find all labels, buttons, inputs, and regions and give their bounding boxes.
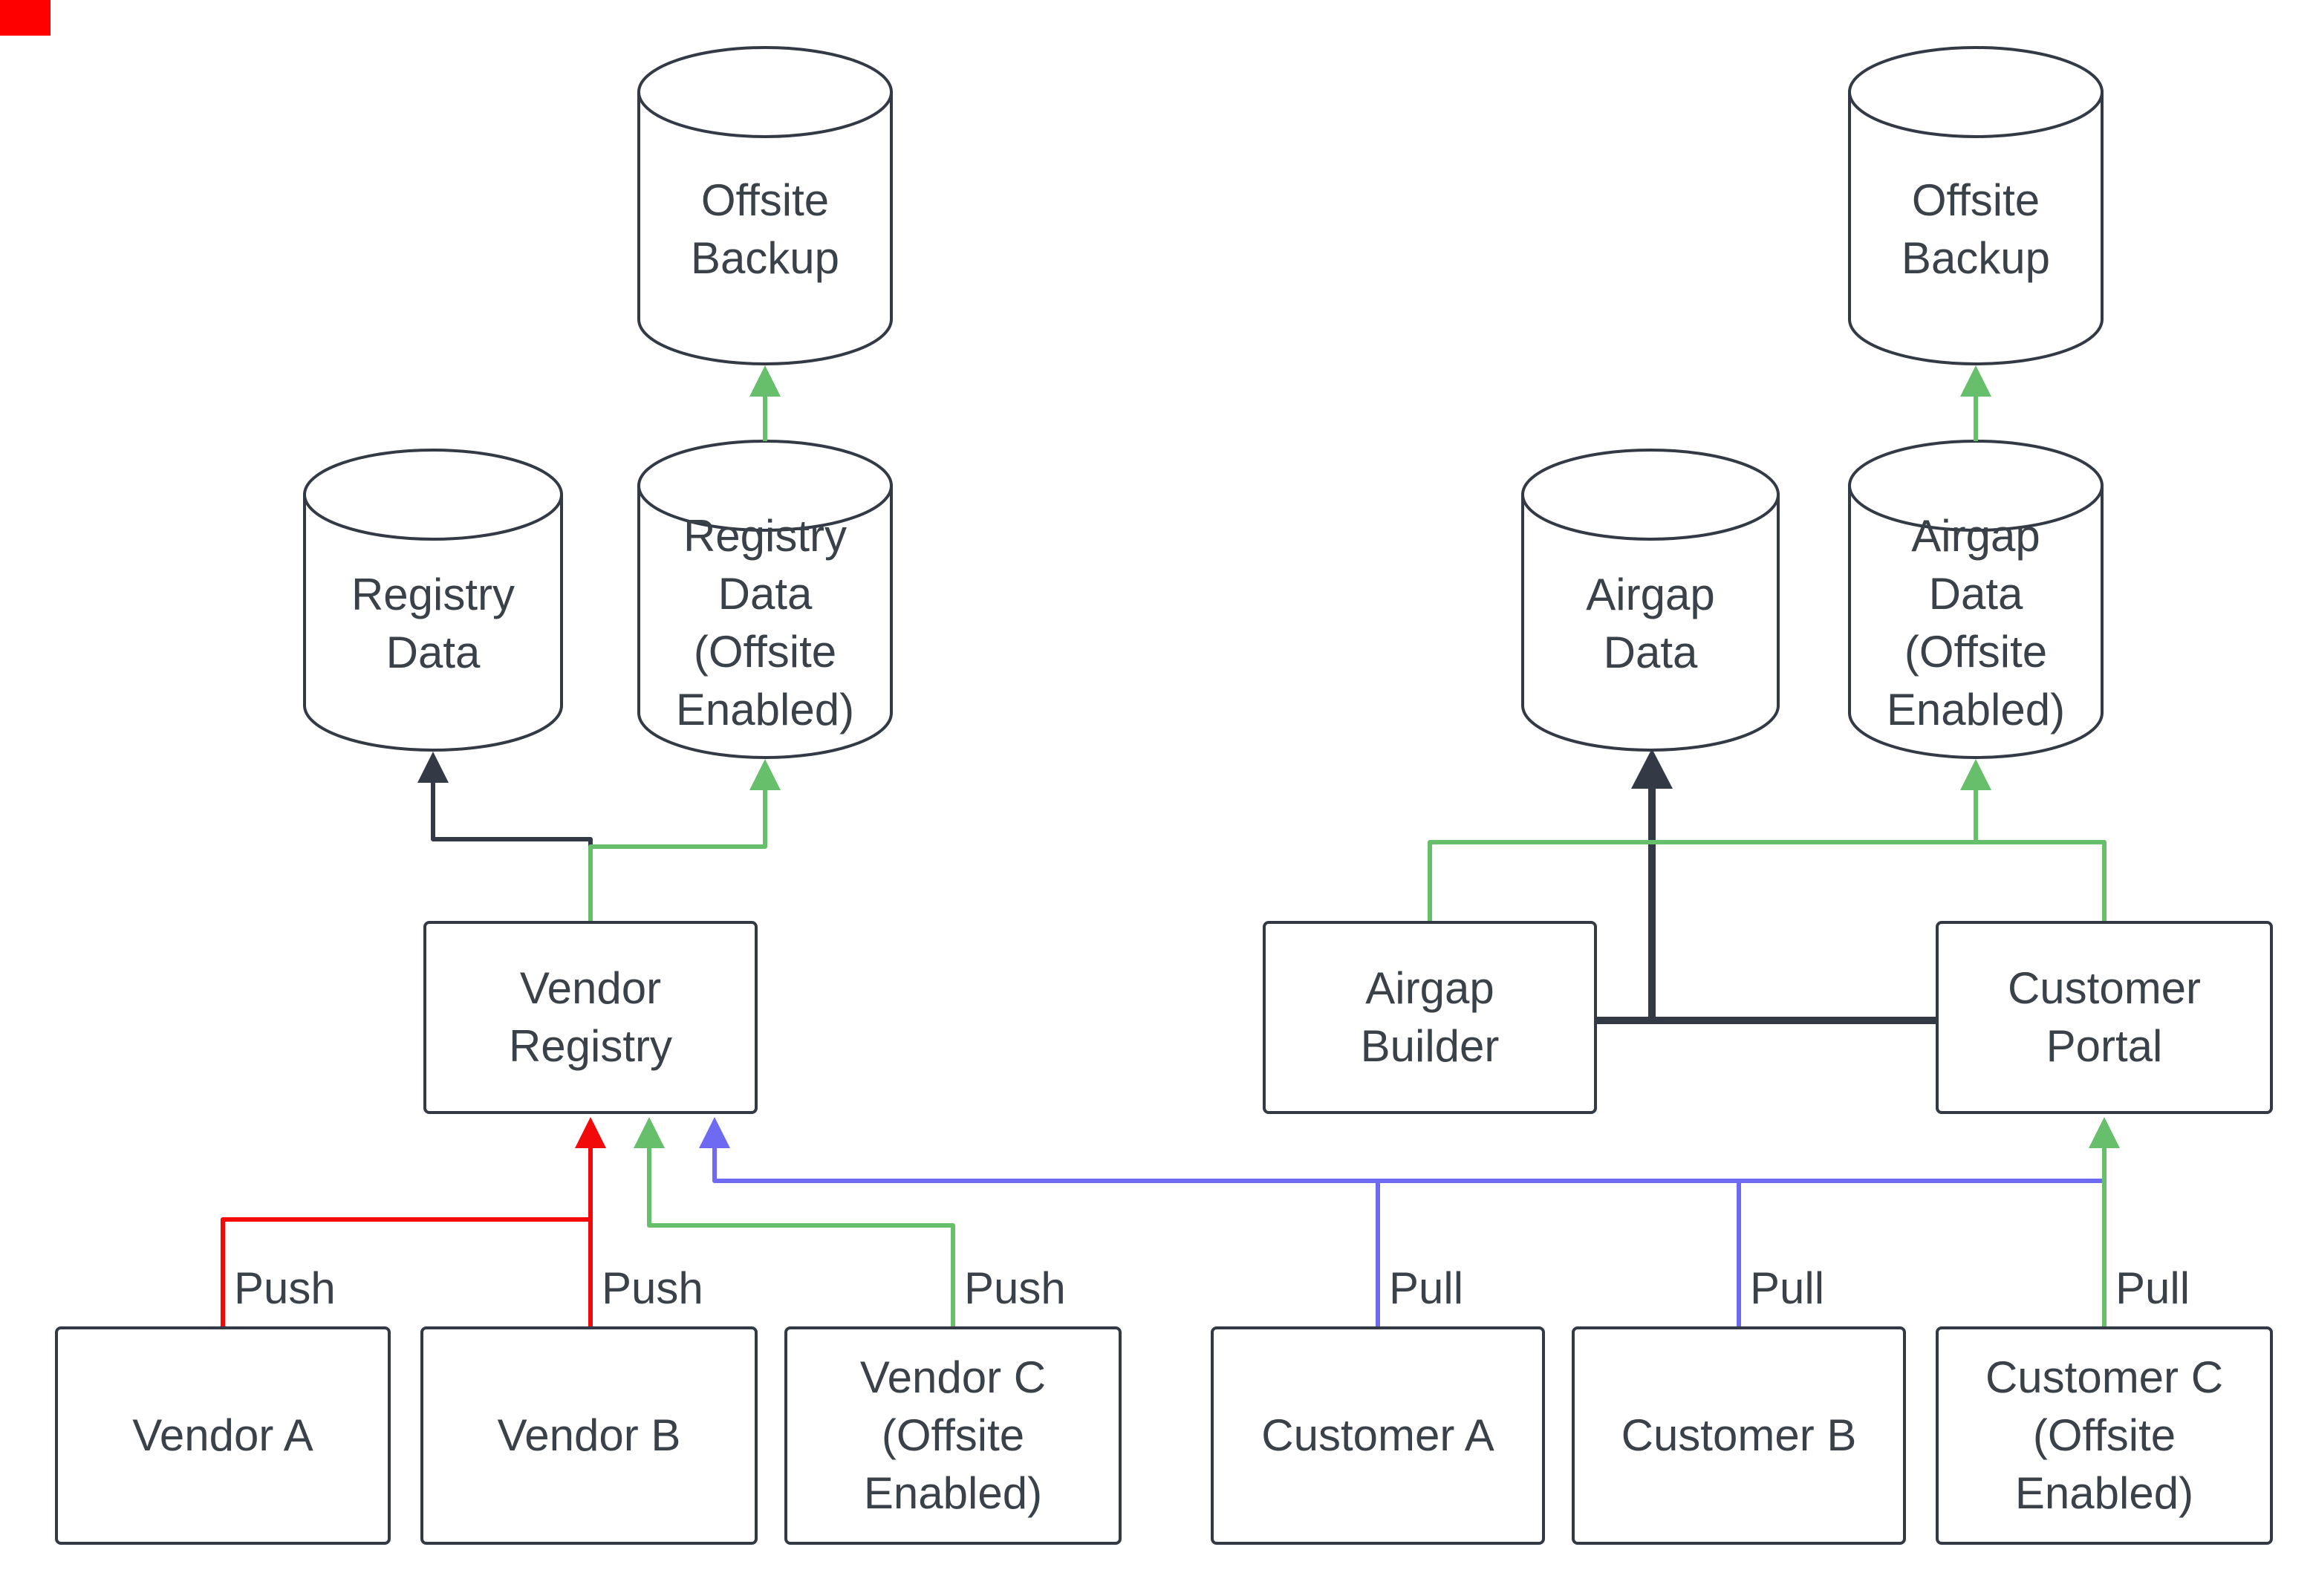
node-customer-portal: Customer Portal — [1936, 921, 2273, 1114]
edge-customer-a-b-pull — [699, 1117, 2104, 1326]
edge-customer-c-pull — [2089, 1117, 2120, 1326]
edge-label-push-vendor-a: Push — [234, 1263, 336, 1313]
edge-builder-portal-to-airgap-data — [1597, 749, 1936, 1024]
node-airgap-builder: Airgap Builder — [1263, 921, 1597, 1114]
cylinder-airgap-data — [1521, 449, 1780, 752]
edge-vendor-a-b-push — [221, 1117, 606, 1326]
edge-builder-portal-to-airgap-data-offsite — [1428, 759, 2107, 921]
cylinder-registry-data-offsite — [637, 440, 893, 759]
edge-registry-data-offsite-to-offsite-backup — [749, 365, 781, 441]
cylinder-offsite-backup-right — [1848, 46, 2104, 365]
edge-vendor-c-push — [634, 1117, 955, 1326]
edge-label-pull-customer-b: Pull — [1750, 1263, 1825, 1313]
edge-label-pull-customer-a: Pull — [1389, 1263, 1464, 1313]
edge-label-push-vendor-c: Push — [964, 1263, 1066, 1313]
node-customer-b: Customer B — [1572, 1326, 1906, 1545]
node-vendor-registry: Vendor Registry — [423, 921, 758, 1114]
edge-vendor-registry-to-registry-data-offsite — [588, 759, 781, 921]
edge-label-pull-customer-c: Pull — [2115, 1263, 2190, 1313]
node-customer-c: Customer C (Offsite Enabled) — [1936, 1326, 2273, 1545]
node-vendor-b: Vendor B — [420, 1326, 758, 1545]
cylinder-offsite-backup-left — [637, 46, 893, 365]
edge-label-push-vendor-b: Push — [602, 1263, 703, 1313]
edge-airgap-data-offsite-to-offsite-backup — [1960, 365, 1991, 441]
cylinder-airgap-data-offsite — [1848, 440, 2104, 759]
node-vendor-c: Vendor C (Offsite Enabled) — [784, 1326, 1122, 1545]
red-corner-marker — [0, 0, 51, 36]
cylinder-registry-data — [303, 449, 563, 752]
node-vendor-a: Vendor A — [55, 1326, 391, 1545]
edge-vendor-registry-to-registry-data — [417, 752, 593, 921]
node-customer-a: Customer A — [1211, 1326, 1545, 1545]
